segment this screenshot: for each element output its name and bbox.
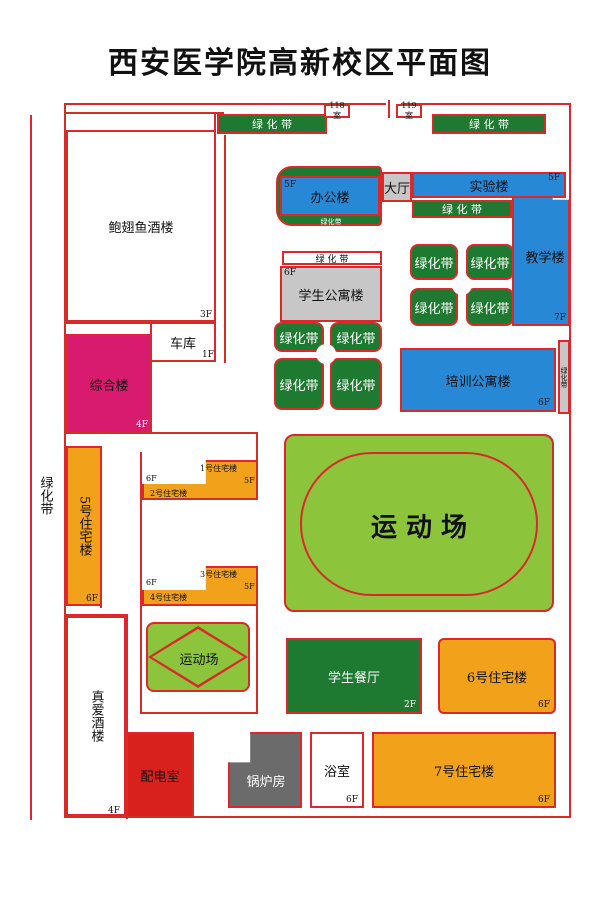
zhenai-floor: 4F xyxy=(108,806,120,816)
bath-label: 浴室 xyxy=(323,764,350,780)
road-line xyxy=(64,112,224,114)
garage-label: 车库 xyxy=(169,336,196,352)
boundary-bottom xyxy=(64,816,571,818)
boundary-right xyxy=(569,103,571,818)
residential-5-label: 5号住宅楼 xyxy=(76,495,92,557)
residential-7-floor: 6F xyxy=(538,795,550,805)
residential-1-floor: 5F xyxy=(244,476,255,485)
roundabout xyxy=(452,275,472,295)
road-line xyxy=(66,614,126,616)
residential-4-floor: 6F xyxy=(146,578,157,587)
room-119: 119室 xyxy=(396,101,422,120)
student-canteen[interactable]: 学生餐厅 xyxy=(286,638,422,714)
power-label: 配电室 xyxy=(140,769,180,785)
green-belt-block: 绿化带 xyxy=(274,358,324,410)
green-belt-office: 绿化带 xyxy=(320,218,342,226)
green-belt-left: 绿化带 xyxy=(37,475,53,515)
power-room[interactable]: 配电室 xyxy=(126,732,194,818)
residential-5[interactable]: 5号住宅楼 xyxy=(66,446,102,606)
page-title: 西安医学院高新校区平面图 xyxy=(108,46,492,81)
green-belt-lab: 绿 化 带 xyxy=(412,200,512,218)
road-line xyxy=(66,432,256,434)
boiler-room[interactable]: 锅炉房 xyxy=(246,774,286,790)
gate-line xyxy=(388,100,390,118)
garage-floor: 1F xyxy=(202,350,214,360)
office-label: 办公楼 xyxy=(310,190,350,206)
running-track xyxy=(300,452,538,596)
dorm-label: 学生公寓楼 xyxy=(298,288,364,304)
residential-3-label[interactable]: 3号住宅楼 xyxy=(200,570,238,579)
road-line xyxy=(256,432,258,482)
roundabout xyxy=(316,344,336,364)
lab-label: 实验楼 xyxy=(469,179,509,195)
boiler-room-shape xyxy=(228,732,302,808)
canteen-floor: 2F xyxy=(404,700,416,710)
boundary-top-left xyxy=(64,103,386,105)
zhenai-label: 真爱酒楼 xyxy=(88,690,104,742)
residential-6-floor: 6F xyxy=(538,700,550,710)
road-line xyxy=(224,135,226,363)
road-line xyxy=(140,452,142,714)
teaching-label: 教学楼 xyxy=(525,250,565,266)
comprehensive-building[interactable]: 综合楼 xyxy=(66,334,152,434)
green-belt-block: 绿化带 xyxy=(330,358,382,410)
outer-road-line xyxy=(30,115,32,820)
hall-label: 大厅 xyxy=(384,181,411,197)
road-line xyxy=(256,600,258,714)
residential-6-label: 6号住宅楼 xyxy=(466,670,528,686)
comprehensive-label: 综合楼 xyxy=(89,378,129,394)
lab-building[interactable]: 实验楼 xyxy=(412,172,566,198)
road-line xyxy=(140,712,258,714)
sports-field-small-label: 运动场 xyxy=(179,652,219,668)
dorm-floor: 6F xyxy=(284,268,296,278)
lab-floor: 5F xyxy=(548,173,560,183)
residential-6[interactable]: 6号住宅楼 xyxy=(438,638,556,714)
abalone-restaurant[interactable]: 鲍翅鱼酒楼 xyxy=(66,130,216,322)
green-belt-dorm: 绿 化 带 xyxy=(282,251,382,265)
residential-7[interactable]: 7号住宅楼 xyxy=(372,732,556,808)
side-green-belt: 绿化带 xyxy=(558,340,570,414)
residential-2-floor: 6F xyxy=(146,474,157,483)
residential-7-label: 7号住宅楼 xyxy=(433,764,495,780)
green-belt-block: 绿化带 xyxy=(410,244,458,280)
residential-1-label[interactable]: 1号住宅楼 xyxy=(200,464,238,473)
green-belt-block: 绿化带 xyxy=(466,244,514,280)
office-floor: 5F xyxy=(284,180,296,190)
hall[interactable]: 大厅 xyxy=(382,172,412,202)
training-apartment[interactable]: 培训公寓楼 xyxy=(400,348,556,412)
comprehensive-floor: 4F xyxy=(136,420,148,430)
sports-field-large-label: 运 动 场 xyxy=(370,512,468,543)
training-floor: 6F xyxy=(538,398,550,408)
residential-2-label[interactable]: 2号住宅楼 xyxy=(150,489,188,498)
boundary-top-right xyxy=(401,103,571,105)
green-belt-top-left: 绿 化 带 xyxy=(217,114,327,134)
green-belt-block: 绿化带 xyxy=(330,322,382,352)
boundary-left xyxy=(64,103,66,818)
road-line xyxy=(66,322,150,324)
teaching-floor: 7F xyxy=(554,313,566,323)
garage[interactable]: 车库 xyxy=(150,322,216,362)
training-label: 培训公寓楼 xyxy=(445,374,511,390)
green-belt-block: 绿化带 xyxy=(410,288,458,326)
mask xyxy=(142,460,202,482)
abalone-floor: 3F xyxy=(200,310,212,320)
residential-3-floor: 5F xyxy=(244,582,255,591)
student-dorm[interactable]: 学生公寓楼 xyxy=(280,266,382,322)
abalone-label: 鲍翅鱼酒楼 xyxy=(108,220,174,236)
office-building[interactable]: 办公楼 xyxy=(280,176,380,216)
residential-5-floor: 6F xyxy=(86,594,98,604)
bath-floor: 6F xyxy=(346,795,358,805)
bath-house[interactable]: 浴室 xyxy=(310,732,364,808)
green-belt-top-right: 绿 化 带 xyxy=(432,114,546,134)
road-line xyxy=(126,614,128,819)
green-belt-block: 绿化带 xyxy=(466,288,514,326)
room-118: 118室 xyxy=(324,101,350,120)
canteen-label: 学生餐厅 xyxy=(327,670,380,686)
zhenai-restaurant[interactable]: 真爱酒楼 xyxy=(66,616,126,816)
residential-4-label[interactable]: 4号住宅楼 xyxy=(150,593,188,602)
green-belt-block: 绿化带 xyxy=(274,322,324,352)
